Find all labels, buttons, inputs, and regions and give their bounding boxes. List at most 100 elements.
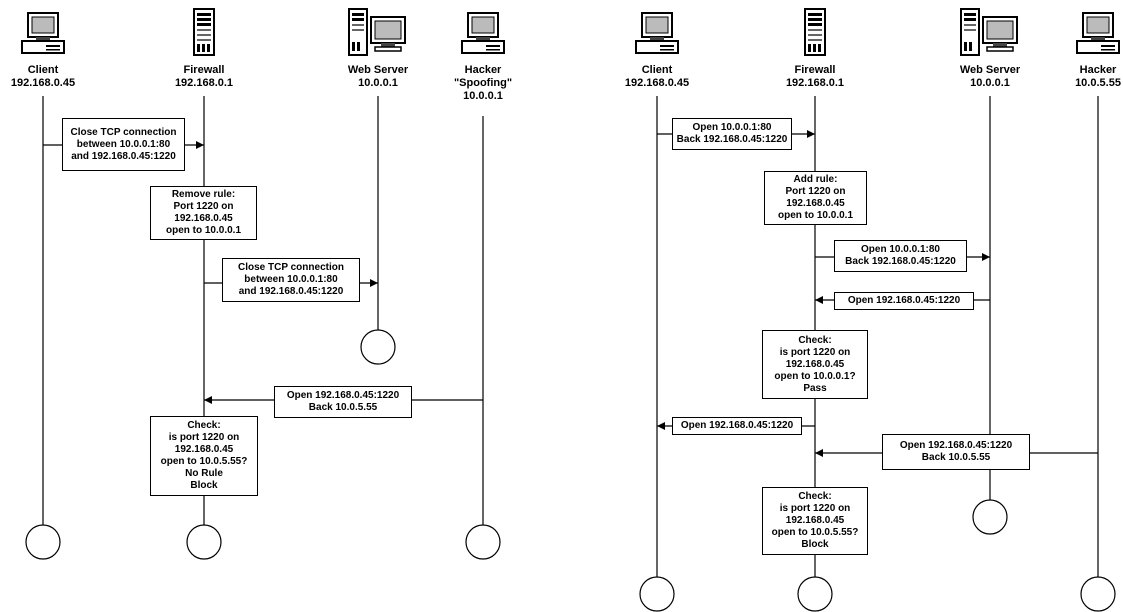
- box-text-line: Back 10.0.5.55: [921, 452, 991, 463]
- actor-label-line: 192.168.0.1: [785, 77, 845, 89]
- actor-label-line: 192.168.0.45: [624, 77, 690, 89]
- box-text-line: Check:: [798, 491, 832, 502]
- box-text-line: is port 1220 on: [779, 346, 851, 358]
- message-box: Open 192.168.0.45:1220: [672, 417, 802, 435]
- box-text-line: Back 192.168.0.45:1220: [845, 256, 956, 267]
- actor-label-line: Hacker: [1079, 64, 1117, 76]
- box-text-line: between 10.0.0.1:80: [76, 138, 171, 150]
- computer-icon: [634, 12, 680, 61]
- box-text-line: Check:: [187, 420, 221, 431]
- actor-label-line: 10.0.0.1: [358, 77, 398, 89]
- box-text-line: open to 10.0.0.1: [777, 210, 854, 221]
- actor-label-line: Hacker: [464, 64, 502, 76]
- box-text-line: 192.168.0.45: [174, 213, 233, 224]
- tower-server-icon: [189, 8, 219, 63]
- box-text-line: Open 10.0.0.1:80: [692, 122, 772, 133]
- actor-label-line: 192.168.0.45: [10, 77, 76, 89]
- arrowhead: [657, 422, 665, 430]
- actor-label: Hacker"Spoofing"10.0.0.1: [428, 64, 538, 103]
- lifeline-end-circle: [186, 524, 222, 560]
- arrowhead: [815, 296, 823, 304]
- actor-label-line: Client: [27, 64, 59, 76]
- arrowhead: [204, 396, 212, 404]
- arrowhead: [807, 130, 815, 138]
- box-text-line: open to 10.0.5.55?: [160, 456, 248, 467]
- box-text-line: Add rule:: [793, 174, 838, 185]
- box-text-line: is port 1220 on: [779, 503, 851, 514]
- computer-icon: [460, 12, 506, 61]
- server-with-monitor-icon: [959, 8, 1021, 63]
- lifeline-end-circle: [797, 576, 833, 612]
- box-text-line: Block: [190, 480, 218, 491]
- box-text-line: Close TCP connection: [70, 126, 177, 138]
- box-text-line: Block: [801, 539, 829, 550]
- actor-label-line: Web Server: [959, 64, 1021, 76]
- message-box: Open 192.168.0.45:1220: [834, 292, 974, 310]
- box-text-line: Check:: [798, 334, 832, 346]
- lifeline-end-circle: [25, 524, 61, 560]
- box-text-line: and 192.168.0.45:1220: [238, 286, 344, 297]
- actor-label-line: "Spoofing": [453, 77, 513, 89]
- box-text-line: 192.168.0.45: [786, 198, 845, 209]
- box-text-line: 192.168.0.45: [785, 358, 845, 370]
- box-text-line: Open 10.0.0.1:80: [861, 244, 940, 255]
- actor-label-line: 10.0.0.1: [970, 77, 1010, 89]
- box-text-line: Port 1220 on: [785, 186, 846, 197]
- lifeline-end-circle: [465, 524, 501, 560]
- actor-label-line: Web Server: [347, 64, 409, 76]
- actor-label-line: 10.0.5.55: [1075, 77, 1121, 89]
- box-text-line: Back 192.168.0.45:1220: [676, 134, 788, 145]
- arrowhead: [815, 449, 823, 457]
- lifeline-end-circle: [360, 329, 396, 365]
- box-text-line: Back 10.0.5.55: [308, 402, 378, 413]
- actor-label-line: Client: [641, 64, 673, 76]
- box-text-line: open to 10.0.5.55?: [771, 527, 859, 538]
- box-text-line: Open 192.168.0.45:1220: [847, 295, 961, 306]
- computer-icon: [20, 12, 66, 61]
- box-text-line: No Rule: [185, 468, 223, 479]
- box-text-line: 192.168.0.45: [785, 515, 845, 526]
- server-with-monitor-icon: [347, 8, 409, 63]
- box-text-line: open to 10.0.0.1: [165, 225, 242, 236]
- lifeline-end-circle: [639, 576, 675, 612]
- box-text-line: Open 192.168.0.45:1220: [680, 420, 794, 431]
- box-text-line: Port 1220 on: [173, 201, 234, 212]
- computer-icon: [1075, 12, 1121, 61]
- box-text-line: Open 192.168.0.45:1220: [286, 390, 400, 401]
- tower-server-icon: [800, 8, 830, 63]
- actor-label-line: 192.168.0.1: [174, 77, 234, 89]
- actor-label-line: 10.0.0.1: [463, 90, 503, 102]
- box-text-line: Pass: [803, 382, 827, 394]
- box-text-line: and 192.168.0.45:1220: [71, 150, 176, 162]
- box-text-line: Open 192.168.0.45:1220: [899, 440, 1013, 451]
- arrowhead: [196, 141, 204, 149]
- actor-label-line: Firewall: [794, 64, 836, 76]
- lifeline-end-circle: [972, 499, 1008, 535]
- actor-label-line: Firewall: [183, 64, 225, 76]
- box-text-line: open to 10.0.0.1?: [774, 370, 856, 382]
- box-text-line: between 10.0.0.1:80: [244, 274, 338, 285]
- box-text-line: Close TCP connection: [238, 262, 344, 273]
- lifeline-end-circle: [1080, 576, 1116, 612]
- box-text-line: is port 1220 on: [168, 432, 240, 443]
- arrowhead: [982, 253, 990, 261]
- box-text-line: 192.168.0.45: [174, 444, 234, 455]
